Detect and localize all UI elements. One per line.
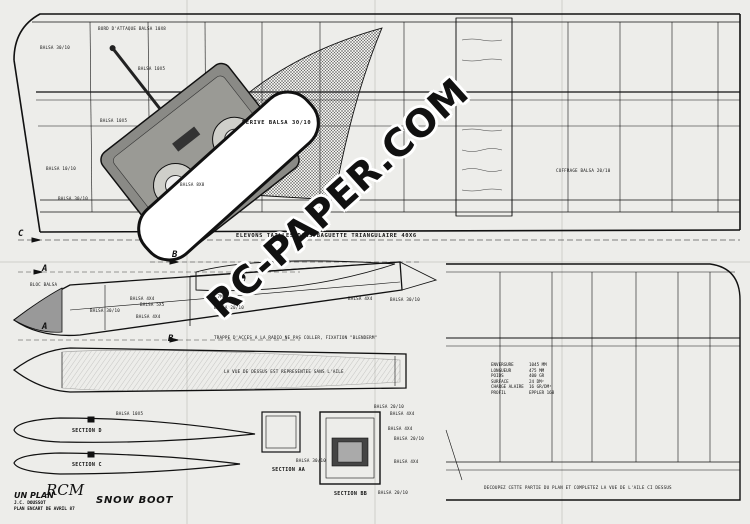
label-fuse-balsa-30-10-b: BALSA 30/10 <box>390 297 420 302</box>
label-balsa-30-10-b: BALSA 30/10 <box>58 196 88 201</box>
label-coffrage: COFFRAGE BALSA 20/10 <box>556 168 611 173</box>
wing-bottom-panel <box>445 263 741 501</box>
label-bb-4x4-b: BALSA 4X4 <box>388 426 413 431</box>
fuselage-top-view <box>12 337 407 393</box>
label-fuse-balsa-30-10: BALSA 30/10 <box>90 308 120 313</box>
label-nose-block: BLOC BALSA <box>30 282 58 287</box>
label-fuse-balsa-20-10: BALSA 20/10 <box>214 305 244 310</box>
label-bottom-note: DECOUPEZ CETTE PARTIE DU PLAN ET COMPLET… <box>484 485 672 490</box>
label-bb-20-10: BALSA 20/10 <box>374 404 404 409</box>
title-block: UN PLAN RCM J.C. DOUSSOT PLAN ENCART DE … <box>14 481 214 523</box>
label-balsa-10-10: BALSA 10/10 <box>46 166 76 171</box>
plan-label: UN PLAN <box>14 491 54 500</box>
label-section-aa-balsa: BALSA 30/10 <box>296 458 326 463</box>
label-balsa-10x5: BALSA 10X5 <box>138 66 166 71</box>
wing-sections <box>13 416 256 475</box>
issue-line: PLAN ENCART DE AVRIL 87 <box>14 507 75 512</box>
marker-c-top: C <box>18 229 24 239</box>
label-bb-4x4-c: BALSA 4X4 <box>394 459 419 464</box>
label-balsa-10x5-b: BALSA 10X5 <box>100 118 128 123</box>
marker-a-top: A <box>42 264 48 274</box>
label-section-aa: SECTION AA <box>272 467 306 473</box>
marker-b-top: B <box>172 250 178 260</box>
marker-a-bottom: A <box>42 322 48 332</box>
label-fuse-balsa-4x4-c: BALSA 4X4 <box>348 296 373 301</box>
marker-b-bottom: B <box>168 334 174 344</box>
fuselage-side-view <box>12 259 438 337</box>
label-fuse-balsa-4x4: BALSA 4X4 <box>130 296 155 301</box>
label-top-view-note: LA VUE DE DESSUS EST REPRESENTEE SANS L'… <box>224 369 344 374</box>
label-bb-20-10-b: BALSA 20/10 <box>394 436 424 441</box>
section-bb-drawing <box>319 411 381 485</box>
label-section-bb: SECTION BB <box>334 491 368 497</box>
label-fin: DERIVE BALSA 30/10 <box>242 120 312 126</box>
wing-top-view <box>13 13 741 243</box>
label-bb-4x4: BALSA 4X4 <box>390 411 415 416</box>
author-line: J.C. DOUSSOT <box>14 501 46 506</box>
label-fuse-balsa-5x5: BALSA 5X5 <box>140 302 165 307</box>
model-name: SNOW BOOT <box>96 495 174 506</box>
label-fuse-balsa-4x4-b: BALSA 4X4 <box>136 314 161 319</box>
label-bb-20-10-c: BALSA 20/10 <box>378 490 408 495</box>
section-aa-drawing <box>261 411 301 453</box>
label-balsa-8x8: BALSA 8X8 <box>180 182 205 187</box>
brand-logo: RCM <box>46 481 85 499</box>
label-balsa-30-10: BALSA 30/10 <box>40 45 70 50</box>
label-dimension: 4,7MM <box>212 294 226 299</box>
label-section-balsa-10x5: BALSA 10X5 <box>116 411 144 416</box>
label-leading-edge: BORD D'ATTAQUE BALSA 10X8 <box>98 26 167 31</box>
label-section-d: SECTION D <box>72 428 102 434</box>
label-elevons: ELEVONS TAILLES DANS BAGUETTE TRIANGULAI… <box>236 233 417 239</box>
label-section-c: SECTION C <box>72 462 102 468</box>
label-trappe: TRAPPE D'ACCES A LA RADIO NE PAS COLLER,… <box>214 335 378 340</box>
